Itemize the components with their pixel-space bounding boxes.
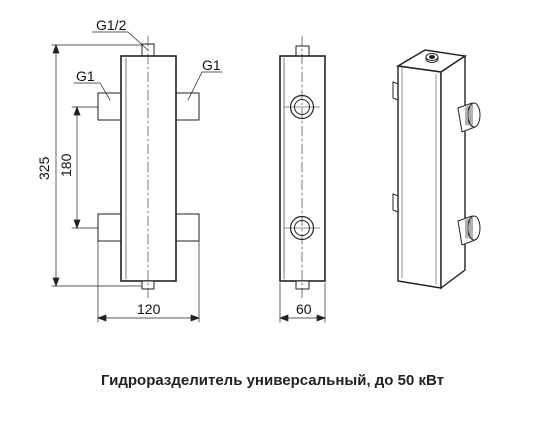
right-port-label: G1 (202, 57, 221, 73)
isometric-view (392, 49, 481, 290)
caption: Гидроразделитель универсальный, до 50 кВ… (101, 372, 444, 389)
side-dimensions (279, 282, 326, 323)
side-view (279, 35, 326, 301)
iso-pipe-lower (457, 215, 481, 246)
iso-pipe-upper (457, 102, 481, 133)
top-port-label: G1/2 (96, 17, 127, 33)
front-dimensions (51, 31, 223, 323)
port-spacing-label: 180 (58, 153, 74, 177)
height-dimension-label: 325 (36, 156, 52, 180)
left-port-label: G1 (76, 68, 95, 84)
depth-dimension-label: 60 (296, 301, 312, 317)
front-view (97, 35, 200, 301)
technical-drawing: G1/2 G1 G1 325 180 120 60 (36, 17, 481, 323)
width-dimension-label: 120 (137, 301, 161, 317)
